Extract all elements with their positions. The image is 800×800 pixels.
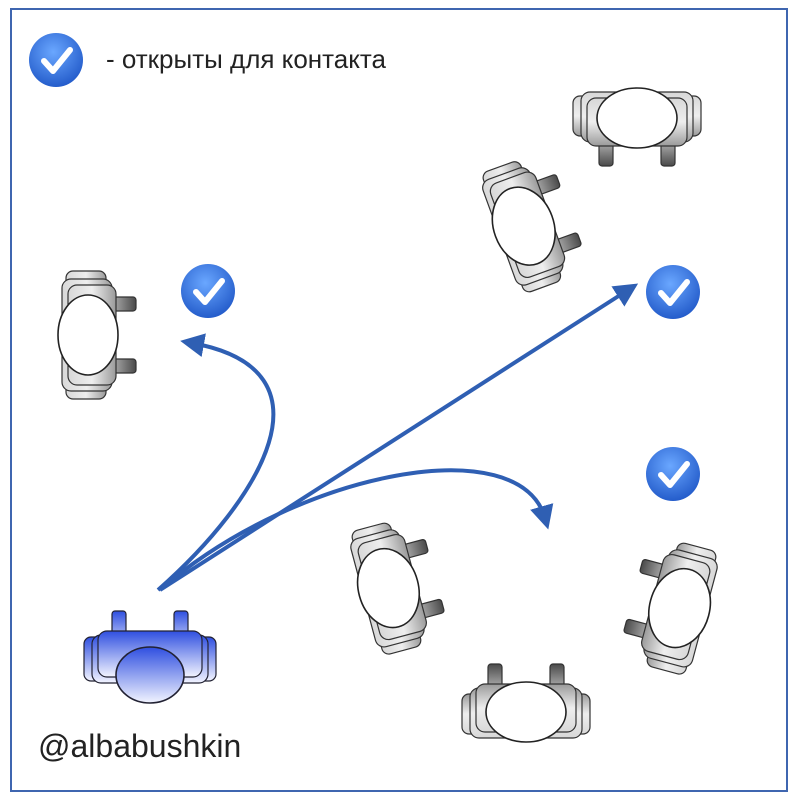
diagram-frame <box>10 8 788 792</box>
single-person-group <box>57 264 235 400</box>
person-pair-top <box>572 87 702 167</box>
legend-text: - открыты для контакта <box>106 44 386 74</box>
arrow-to-pair <box>158 283 639 592</box>
pair-group <box>472 87 702 319</box>
arrow-to-single <box>156 333 276 592</box>
person-trio-left <box>342 513 453 659</box>
arrow-to-trio <box>160 468 554 590</box>
person-trio-right <box>615 533 726 679</box>
person-self <box>83 610 217 704</box>
pair-group-check-icon <box>646 265 700 319</box>
person-trio-bottom <box>461 663 591 743</box>
person-pair-left <box>472 148 592 298</box>
person-single <box>57 270 137 400</box>
trio-group <box>342 447 726 743</box>
legend-check-icon <box>29 33 83 87</box>
single-group-check-icon <box>181 264 235 318</box>
author-handle: @albabushkin <box>38 728 242 764</box>
trio-group-check-icon <box>646 447 700 501</box>
